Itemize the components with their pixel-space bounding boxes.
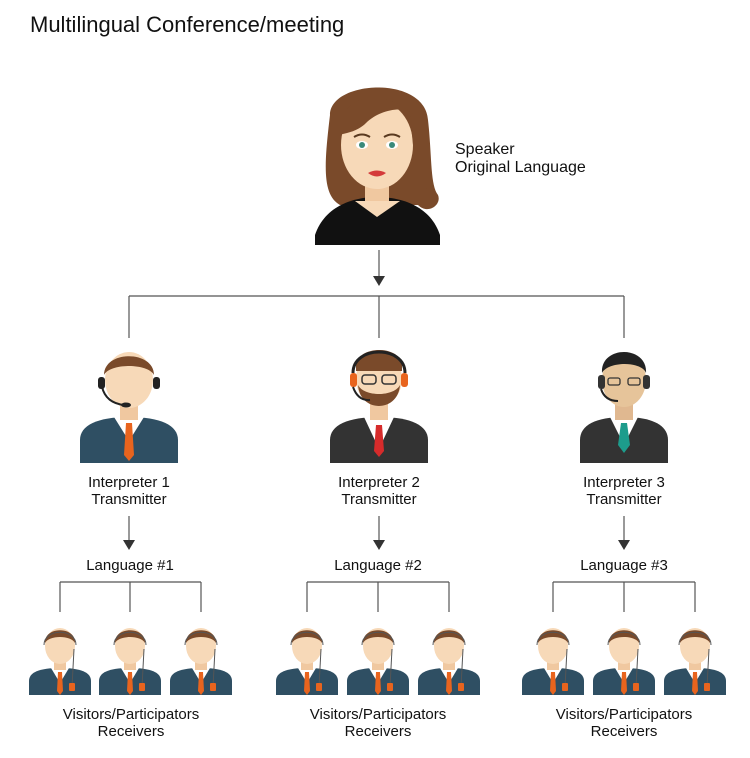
receiver-person-icon bbox=[99, 628, 161, 695]
speaker-role: Speaker bbox=[455, 141, 515, 158]
interpreter-2-icon bbox=[330, 350, 428, 463]
receiver-person-icon bbox=[170, 628, 232, 695]
language-2-label: Language #2 bbox=[334, 557, 422, 574]
speaker-woman-icon bbox=[315, 87, 440, 245]
receiver-person-icon bbox=[276, 628, 338, 695]
receiver-person-icon bbox=[664, 628, 726, 695]
interpreter-1-role: Transmitter bbox=[91, 491, 167, 508]
receivers-2-label: Visitors/Participators Receivers bbox=[303, 706, 453, 740]
receivers-2-role: Receivers bbox=[344, 723, 412, 740]
interpreter-3-role: Transmitter bbox=[586, 491, 662, 508]
receiver-person-icon bbox=[29, 628, 91, 695]
diagram-title: Multilingual Conference/meeting bbox=[30, 12, 345, 37]
receiver-person-icon bbox=[418, 628, 480, 695]
interpreter-1-name: Interpreter 1 bbox=[88, 474, 170, 491]
interpreter-3-label: Interpreter 3 Transmitter bbox=[549, 474, 699, 508]
receivers-3-group: Visitors/Participators bbox=[555, 706, 693, 723]
interpreter-2-role: Transmitter bbox=[341, 491, 417, 508]
receiver-person-icon bbox=[593, 628, 655, 695]
receiver-person-icon bbox=[347, 628, 409, 695]
receivers-1-label: Visitors/Participators Receivers bbox=[56, 706, 206, 740]
receivers-3-label: Visitors/Participators Receivers bbox=[549, 706, 699, 740]
speaker-language: Original Language bbox=[455, 159, 586, 176]
interpreter-2-name: Interpreter 2 bbox=[338, 474, 420, 491]
interpreter-1-label: Interpreter 1 Transmitter bbox=[54, 474, 204, 508]
speaker-label: Speaker Original Language bbox=[455, 141, 586, 177]
language-1-label: Language #1 bbox=[86, 557, 174, 574]
language-3-label: Language #3 bbox=[580, 557, 668, 574]
receivers-2-group: Visitors/Participators bbox=[309, 706, 447, 723]
receivers-1-group: Visitors/Participators bbox=[62, 706, 200, 723]
interpreter-3-name: Interpreter 3 bbox=[583, 474, 665, 491]
interpreter-1-icon bbox=[80, 352, 178, 463]
receiver-person-icon bbox=[522, 628, 584, 695]
receivers-1-role: Receivers bbox=[97, 723, 165, 740]
receivers-3-role: Receivers bbox=[590, 723, 658, 740]
interpreter-3-icon bbox=[580, 352, 668, 463]
interpreter-2-label: Interpreter 2 Transmitter bbox=[304, 474, 454, 508]
